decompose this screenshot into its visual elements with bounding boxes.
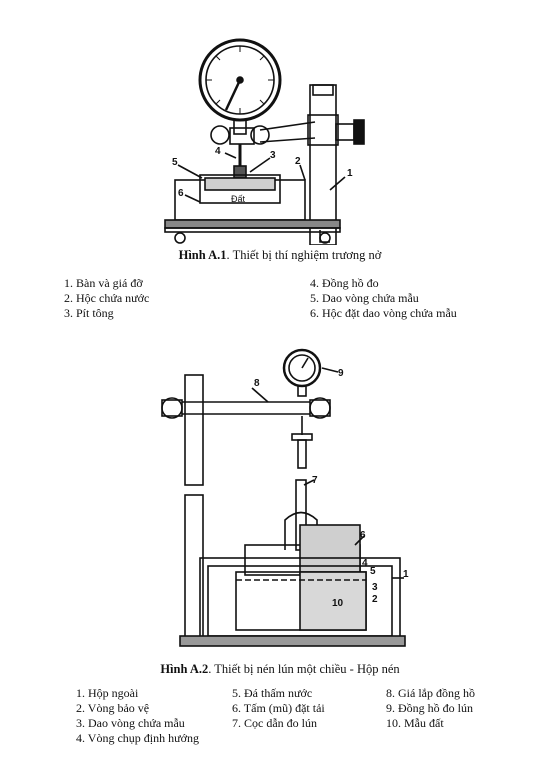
callout-1: 1 (403, 569, 409, 580)
legend-item: 7. Cọc dẫn đo lún (232, 716, 317, 730)
callout-4: 4 (215, 146, 221, 157)
figure-a1-caption-label: Hình A.1 (178, 248, 227, 262)
figure-a1-drawing: Đất 1 2 3 4 5 6 (164, 38, 365, 245)
legend-item: 5. Dao vòng chứa mẫu (310, 291, 419, 305)
callout-5: 5 (370, 566, 376, 577)
figure-a2-caption-text: . Thiết bị nén lún một chiều - Hộp nén (208, 662, 400, 676)
callout-5: 5 (172, 157, 178, 168)
figure-a2-drawing: 1 2 3 4 5 6 7 8 9 10 (161, 348, 409, 647)
legend-item: 6. Hộc đặt dao vòng chứa mẫu (310, 306, 457, 320)
figure-a2-caption: Hình A.2. Thiết bị nén lún một chiều - H… (0, 662, 560, 677)
callout-6: 6 (178, 188, 184, 199)
callout-6: 6 (360, 530, 366, 541)
legend-item: 3. Dao vòng chứa mẫu (76, 716, 185, 730)
legend-item: 10. Mẫu đất (386, 716, 444, 730)
legend-item: 3. Pít tông (64, 306, 114, 320)
callout-1: 1 (347, 168, 353, 179)
legend-item: 2. Hộc chứa nước (64, 291, 150, 305)
callout-3: 3 (270, 150, 276, 161)
figure-a2-caption-label: Hình A.2 (160, 662, 209, 676)
legend-item: 4. Vòng chụp định hướng (76, 731, 199, 745)
legend-item: 1. Bàn và giá đỡ (64, 276, 143, 290)
figure-a1-legend-left: 1. Bàn và giá đỡ 2. Hộc chứa nước 3. Pít… (64, 276, 149, 321)
figure-a2-legend-col2: 5. Đá thấm nước 6. Tấm (mũ) đặt tải 7. C… (232, 686, 325, 731)
callout-2: 2 (372, 594, 378, 605)
figure-a2-legend-col3: 8. Giá lắp đồng hồ 9. Đồng hồ đo lún 10.… (386, 686, 475, 731)
figure-a1-legend-right: 4. Đồng hồ đo 5. Dao vòng chứa mẫu 6. Hộ… (310, 276, 457, 321)
legend-item: 4. Đồng hồ đo (310, 276, 379, 290)
legend-item: 9. Đồng hồ đo lún (386, 701, 473, 715)
callout-4: 4 (362, 558, 368, 569)
callout-9: 9 (338, 368, 344, 379)
soil-label: Đất (231, 194, 246, 204)
legend-item: 1. Hộp ngoài (76, 686, 139, 700)
legend-item: 6. Tấm (mũ) đặt tải (232, 701, 325, 715)
legend-item: 2. Vòng bảo vệ (76, 701, 150, 715)
callout-7: 7 (312, 475, 318, 486)
callout-2: 2 (295, 156, 301, 167)
callout-3: 3 (372, 582, 378, 593)
callout-10: 10 (332, 598, 344, 609)
figure-a1-caption: Hình A.1. Thiết bị thí nghiệm trương nở (0, 248, 560, 263)
legend-item: 5. Đá thấm nước (232, 686, 313, 700)
callout-8: 8 (254, 378, 260, 389)
figure-a2-legend-col1: 1. Hộp ngoài 2. Vòng bảo vệ 3. Dao vòng … (76, 686, 199, 746)
legend-item: 8. Giá lắp đồng hồ (386, 686, 475, 700)
figure-a1-caption-text: . Thiết bị thí nghiệm trương nở (226, 248, 382, 262)
